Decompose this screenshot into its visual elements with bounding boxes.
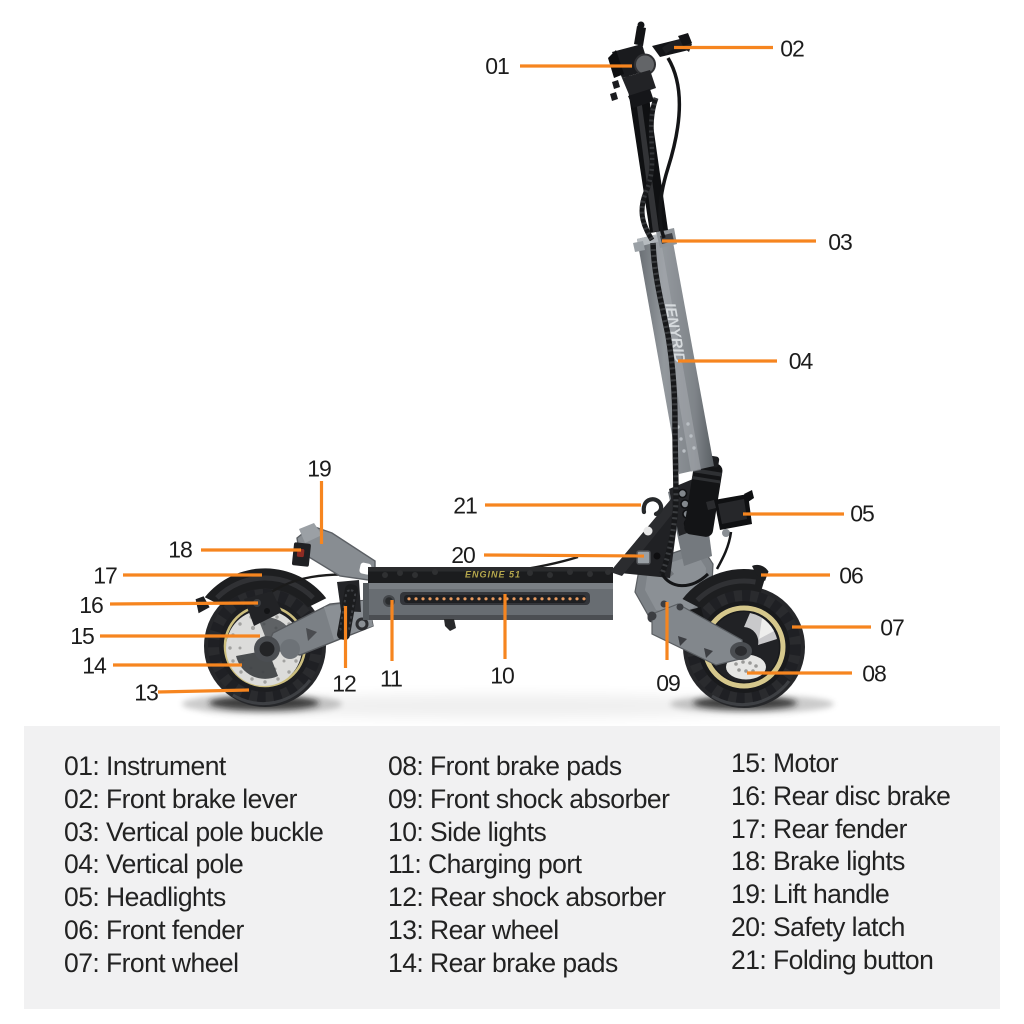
svg-text:04: 04 <box>789 348 814 374</box>
svg-text:17: 17 <box>93 562 117 588</box>
svg-text:08: 08 <box>862 660 886 686</box>
svg-text:03: 03 <box>828 229 852 255</box>
svg-text:20: 20 <box>451 542 475 568</box>
svg-text:19: 19 <box>307 455 331 481</box>
svg-text:21: 21 <box>453 492 477 518</box>
svg-text:02: 02 <box>780 35 804 61</box>
svg-text:06: 06 <box>839 562 863 588</box>
svg-text:14: 14 <box>82 652 107 678</box>
svg-text:ENGINE 51: ENGINE 51 <box>465 570 521 580</box>
svg-text:13: 13 <box>134 679 158 705</box>
svg-text:10: 10 <box>490 662 514 688</box>
svg-text:01: 01 <box>485 53 509 79</box>
svg-text:11: 11 <box>380 665 402 691</box>
svg-text:12: 12 <box>332 670 356 696</box>
svg-text:18: 18 <box>168 536 192 562</box>
svg-text:07: 07 <box>880 614 904 640</box>
svg-text:15: 15 <box>70 623 94 649</box>
svg-text:09: 09 <box>656 670 680 696</box>
svg-text:05: 05 <box>850 500 874 526</box>
svg-text:16: 16 <box>79 592 103 618</box>
